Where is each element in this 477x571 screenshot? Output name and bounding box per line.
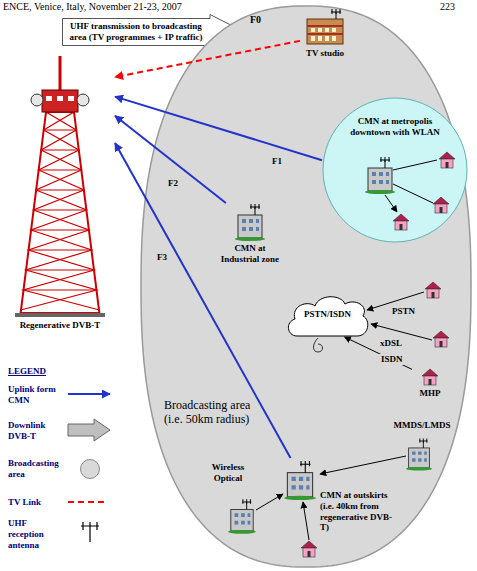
label-holder: Wireless Optical — [203, 462, 253, 484]
cmn-metropolis-wlan: CMN at metropolis downtown with WLAN — [322, 97, 468, 243]
edge-label-holder: ISDN — [379, 354, 405, 365]
legend-text: Broadcasting area — [8, 458, 64, 480]
node-label: CMN at metropolis downtown with WLAN — [347, 116, 443, 138]
edge-label-holder: F1 — [272, 156, 282, 167]
tv-link-sample — [68, 501, 108, 503]
cmn-outskirts: CMN at outskirts (i.e. 40km from regener… — [281, 458, 398, 537]
broadcasting-area-outline — [140, 5, 472, 568]
legend-text: Uplink form CMN — [8, 384, 64, 406]
antenna-symbol — [81, 522, 99, 542]
platform-windows — [46, 96, 74, 101]
link-label: F3 — [157, 252, 167, 263]
node-label: Broadcasting area (i.e. 50km radius) — [164, 398, 256, 427]
tower-platform — [42, 90, 78, 112]
node-label: PSTN/ISDN — [285, 309, 370, 320]
link-label: ISDN — [379, 354, 405, 365]
tower-bands — [23, 130, 97, 290]
tv-studio: TV studio — [300, 4, 350, 63]
label-holder: ENCE, Venice, Italy, November 21-23, 200… — [3, 1, 182, 13]
node-label: UHF transmission to broadcasting area (T… — [65, 21, 207, 43]
broadcasting-area: Broadcasting area (i.e. 50km radius) TV s… — [140, 5, 472, 568]
link-label: F0 — [250, 14, 261, 26]
node-label: CMN at Industrial zone — [215, 243, 285, 265]
legend-text: UHF reception antenna — [8, 518, 64, 550]
page-header: ENCE, Venice, Italy, November 21-23, 200… — [3, 1, 182, 13]
uhf-transmission-arrow: UHF transmission to broadcasting area (T… — [62, 14, 245, 50]
legend-row: UHF reception antenna — [8, 518, 64, 550]
tower-mast — [59, 56, 62, 92]
pstn-isdn-cloud: PSTN/ISDN — [285, 292, 370, 337]
transmitter-tower — [15, 56, 105, 317]
label-holder: xDSL — [380, 338, 402, 349]
legend-row: Uplink form CMN — [8, 384, 64, 406]
legend-swatch — [80, 459, 100, 479]
mhp-house: MHP — [412, 366, 448, 403]
node-label: Regenerative DVB-T — [5, 320, 115, 331]
edge-label-holder: F2 — [168, 178, 178, 189]
legend-heading: LEGEND — [8, 366, 46, 377]
link-label: xDSL — [380, 338, 402, 349]
dish-antenna — [77, 94, 89, 106]
tower-base — [15, 313, 105, 317]
label-holder: 223 — [440, 1, 455, 13]
link-label: F2 — [168, 178, 178, 189]
legend-row: TV Link — [8, 497, 64, 508]
tower-lattice — [21, 112, 100, 313]
page-number: 223 — [440, 1, 455, 13]
node-label: CMN at outskirts (i.e. 40km from regener… — [320, 490, 398, 533]
label-holder: F0 — [250, 14, 261, 26]
link-label: PSTN — [392, 306, 415, 317]
label-holder: MMDS/LMDS — [392, 420, 452, 431]
cmn-industrial-zone: CMN at Industrial zone — [215, 203, 285, 269]
broadcast-region — [141, 6, 471, 567]
dish-antenna — [31, 94, 43, 106]
uplink-sample — [68, 393, 110, 395]
label-holder: LEGEND — [8, 366, 46, 377]
node-label: TV studio — [300, 48, 350, 59]
legend-text: Downlink DVB-T — [8, 420, 64, 442]
link-label: MMDS/LMDS — [392, 420, 452, 431]
label-holder: PSTN — [392, 306, 415, 317]
tower-bracing — [23, 112, 99, 310]
legend-row: Downlink DVB-T — [8, 420, 64, 442]
legend-text: TV Link — [8, 497, 64, 508]
wlan-area — [323, 98, 467, 242]
regenerative-tower: Regenerative DVB-T — [5, 52, 115, 335]
downlink-sample — [68, 419, 110, 441]
link-label: F1 — [272, 156, 282, 167]
node-label: MHP — [412, 388, 448, 399]
edge-label-holder: F3 — [157, 252, 167, 263]
legend-row: Broadcasting area — [8, 458, 64, 480]
link-label: Wireless Optical — [203, 462, 253, 484]
